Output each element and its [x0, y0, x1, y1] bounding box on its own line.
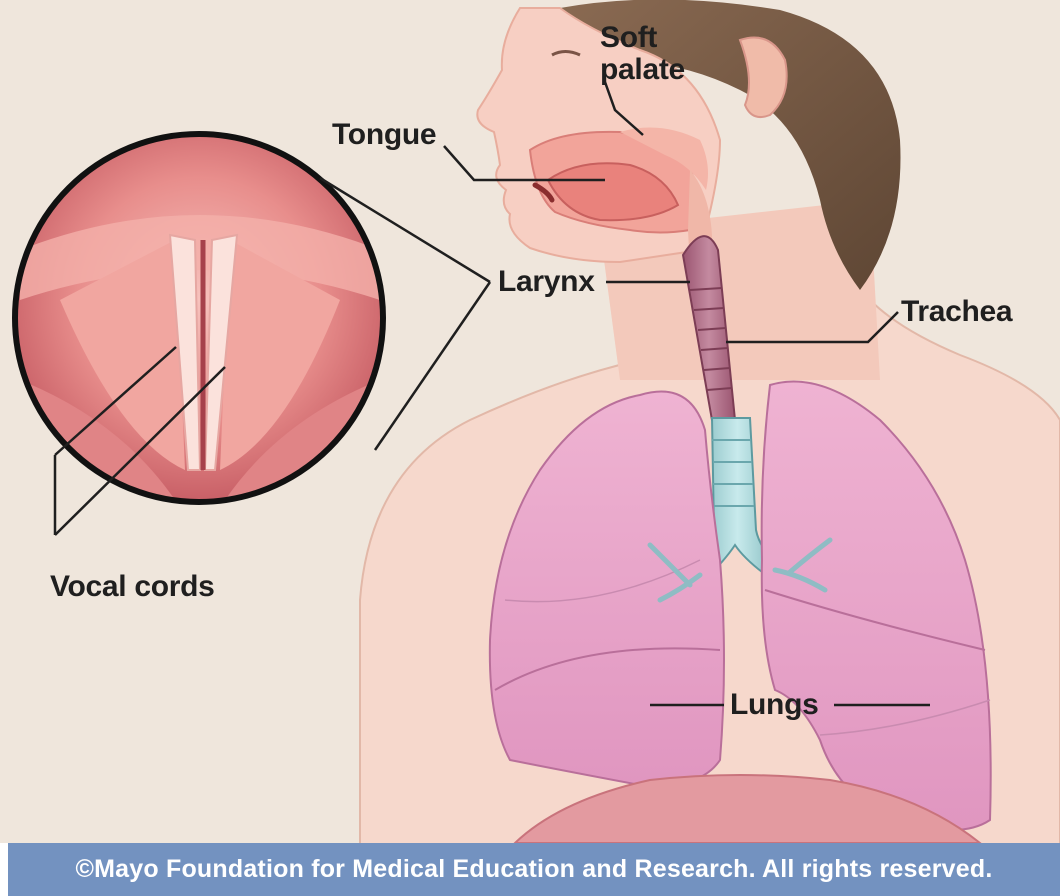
soft-palate-label-line2: palate: [600, 54, 685, 86]
tongue-label: Tongue: [332, 119, 436, 151]
lungs-label: Lungs: [730, 689, 819, 721]
copyright-text: ©Mayo Foundation for Medical Education a…: [76, 855, 993, 884]
larynx-label: Larynx: [498, 266, 595, 298]
vocal-cords-label: Vocal cords: [50, 571, 215, 603]
soft-palate-label: Soft palate: [600, 22, 685, 85]
copyright-footer: ©Mayo Foundation for Medical Education a…: [8, 843, 1060, 896]
soft-palate-label-line1: Soft: [600, 22, 685, 54]
trachea-label: Trachea: [901, 296, 1012, 328]
